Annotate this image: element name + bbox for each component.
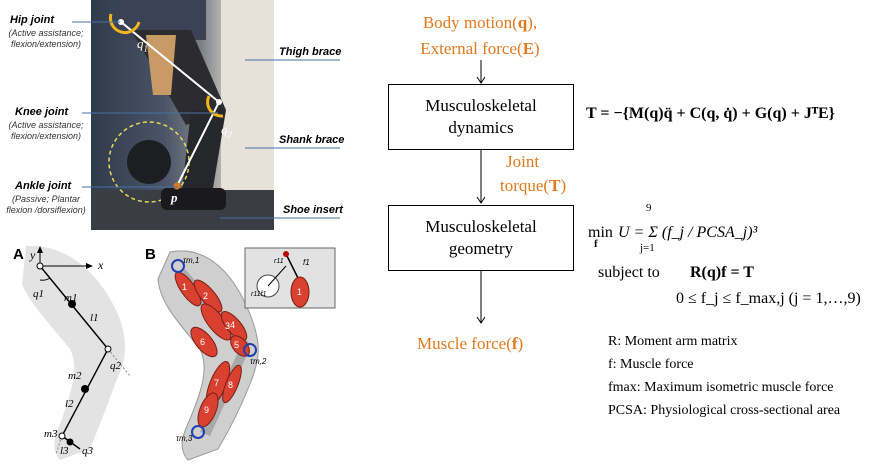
panel-a-y-label: y [30, 248, 36, 262]
hip-joint-desc: (Active assistance; flexion/extension) [8, 28, 84, 49]
panel-a-q3-label: q3 [82, 445, 93, 457]
muscle-label-5: 5 [234, 340, 240, 350]
constraint-2: 0 ≤ f_j ≤ f_max,j (j = 1,…,9) [676, 290, 861, 307]
dynamics-box: Musculoskeletal dynamics [388, 84, 574, 150]
legend-moment-arm: R: Moment arm matrix [608, 334, 738, 349]
sum-top: 9 [646, 202, 652, 214]
sum-bottom: j=1 [640, 242, 655, 254]
photo-q2-label: q2 [221, 122, 232, 140]
flow-arrows [476, 60, 486, 324]
output-label: Muscle force(f) [417, 334, 524, 353]
f1-label: f1 [303, 258, 310, 267]
thigh-brace-label: Thigh brace [279, 46, 342, 58]
muscle-label-7: 7 [214, 378, 220, 388]
panel-a-letter: A [13, 246, 24, 263]
panel-a-x-label: x [98, 258, 104, 272]
muscle-label-1: 1 [182, 282, 188, 292]
r11f1-label: r11f1 [251, 291, 267, 298]
panel-b-muscle-model [157, 247, 336, 461]
panel-a-l2-label: l2 [65, 398, 74, 410]
ankle-joint-title: Ankle joint [15, 180, 72, 192]
muscle-label-3: 3 [225, 321, 231, 331]
muscle-label-4: 4 [230, 320, 236, 330]
photo-p-label: p [171, 190, 178, 205]
panel-a-l1-label: l1 [90, 312, 99, 324]
shoe-insert-label: Shoe insert [283, 204, 343, 216]
muscle-label-8: 8 [228, 380, 234, 390]
hip-joint-title: Hip joint [10, 14, 54, 26]
panel-a-leg-model [22, 245, 131, 460]
tau-m3-label: τm,3 [176, 434, 193, 443]
knee-joint-title: Knee joint [15, 106, 69, 118]
panel-b-letter: B [145, 246, 156, 263]
tau-m1-label: τm,1 [183, 256, 200, 265]
r11-label: r11 [274, 258, 284, 265]
dynamics-box-line-2: dynamics [448, 118, 514, 137]
legend-fmax: fmax: Maximum isometric muscle force [608, 380, 834, 395]
subject-to-label: subject to [598, 264, 660, 281]
objective-expression: U = Σ (f_j / PCSA_j)³ [618, 224, 758, 241]
dynamics-box-line-1: Musculoskeletal [425, 96, 537, 115]
muscle-label-2: 2 [203, 291, 209, 301]
panel-a-q1-label: q1 [33, 288, 44, 300]
min-operator: min f [588, 224, 613, 250]
panel-a-m1-label: m1 [64, 292, 78, 304]
torque-line-2: torque(T) [500, 176, 567, 195]
objective-equation: min f 9 j=1 U = Σ (f_j / PCSA_j)³ [588, 202, 848, 262]
exoskeleton-photo-art [91, 0, 274, 230]
knee-joint-desc: (Active assistance; flexion/extension) [8, 120, 84, 141]
torque-label: Joint torque(T) [500, 150, 566, 198]
input-label: Body motion(q), External force(E) [405, 10, 555, 62]
photo-q1-label: q1 [137, 36, 148, 54]
panel-a-m3-label: m3 [44, 428, 58, 440]
panel-a-m2-label: m2 [68, 370, 82, 382]
panel-a-l3-label: l3 [60, 445, 69, 457]
geometry-box: Musculoskeletal geometry [388, 205, 574, 271]
geometry-box-line-2: geometry [448, 239, 514, 258]
muscle-label-9: 9 [204, 405, 210, 415]
legend-muscle-force: f: Muscle force [608, 357, 694, 372]
torque-line-1: Joint [506, 152, 540, 171]
photo-callout-lines [72, 21, 340, 219]
panel-a-q2-label: q2 [110, 360, 121, 372]
dynamics-equation: T = −{M(q)q̈ + C(q, q̇) + G(q) + JᵀE} [586, 105, 835, 122]
input-line-1: Body motion(q), [422, 13, 538, 32]
legend-pcsa: PCSA: Physiological cross-sectional area [608, 403, 841, 418]
shank-brace-label: Shank brace [279, 134, 345, 146]
exoskeleton-photo: q1 q2 p [91, 0, 274, 230]
tau-m2-label: τm,2 [250, 357, 267, 366]
constraint-1: R(q)f = T [690, 264, 754, 281]
inset-muscle-label-1: 1 [297, 287, 303, 297]
input-line-2: External force(E) [420, 39, 540, 58]
muscle-label-6: 6 [200, 337, 206, 347]
geometry-box-line-1: Musculoskeletal [425, 217, 537, 236]
ankle-joint-desc: (Passive; Plantar flexion /dorsiflexion) [6, 194, 86, 215]
